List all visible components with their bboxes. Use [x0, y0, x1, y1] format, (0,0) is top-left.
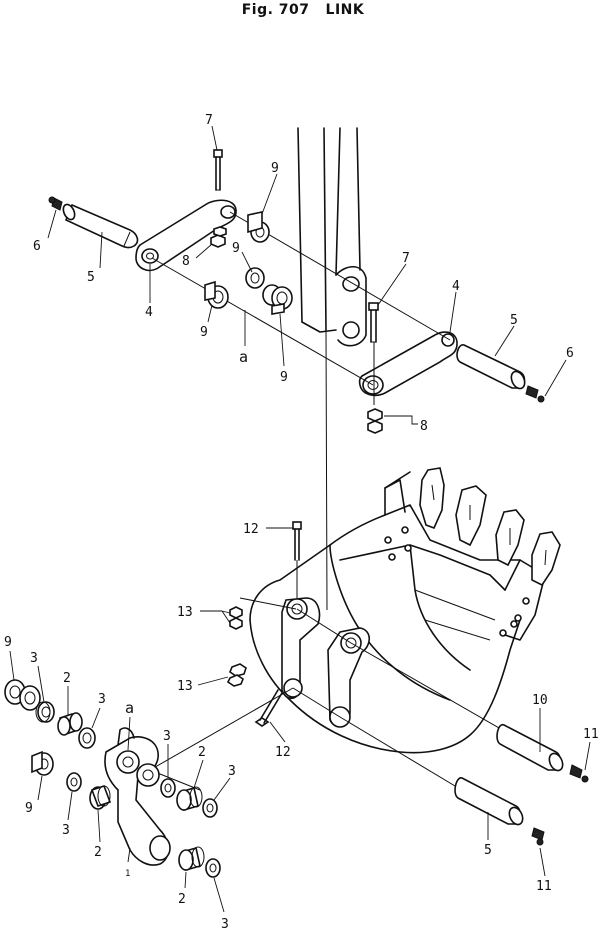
callout-7: 7	[402, 251, 410, 266]
seal-3f	[205, 858, 221, 878]
callout-11: 11	[583, 727, 599, 742]
bolt-upper-left	[213, 149, 223, 191]
callout-6: 6	[566, 346, 574, 361]
figure-title: Fig. 707 LINK	[0, 2, 606, 18]
bushing-2b	[176, 786, 203, 812]
callout-9: 9	[280, 370, 288, 385]
link-right	[358, 331, 458, 397]
bushing-2c	[89, 784, 112, 810]
arm	[297, 127, 367, 611]
callout-3: 3	[163, 729, 171, 744]
callout-3: 3	[221, 917, 229, 932]
callout-5: 5	[484, 843, 492, 858]
callout-1: 1	[125, 869, 130, 879]
callout-12: 12	[243, 522, 259, 537]
shim-lower-lower	[31, 750, 54, 776]
seal-3d	[202, 798, 218, 818]
bucket-bracket	[149, 597, 521, 796]
grease-fitting-bucket-lower	[531, 827, 545, 846]
callout-3: 3	[228, 764, 236, 779]
pin-bucket-lower	[454, 777, 524, 826]
bucket-teeth	[419, 467, 561, 587]
grease-fitting-upper-right	[525, 385, 545, 403]
pin-upper-left	[62, 203, 139, 249]
callout-5: 5	[510, 313, 518, 328]
callout-9: 9	[4, 635, 12, 650]
callout-2: 2	[94, 845, 102, 860]
link-left	[135, 199, 237, 272]
callout-10: 10	[532, 693, 548, 708]
link-lower	[104, 727, 171, 866]
callout-7: 7	[205, 113, 213, 128]
callout-12: 12	[275, 745, 291, 760]
callout-2: 2	[178, 892, 186, 907]
grease-fitting-upper-left	[48, 196, 63, 211]
bolt-bucket-upper	[292, 521, 302, 598]
callout-labels: 7 9 6 5 8 9 4 9 a 9 7 4 5 6 8 12 13 13 1…	[4, 113, 599, 932]
seal-3e	[66, 772, 82, 792]
bushing-2d	[178, 846, 205, 872]
nut-upper-right	[367, 408, 383, 434]
callout-2: 2	[63, 671, 71, 686]
leader-lines	[9, 125, 591, 913]
callout-8: 8	[420, 419, 428, 434]
callout-a: a	[125, 699, 134, 717]
callout-9: 9	[271, 161, 279, 176]
nut-upper-left	[210, 226, 227, 248]
callout-3: 3	[62, 823, 70, 838]
callout-9: 9	[25, 801, 33, 816]
callout-4: 4	[452, 279, 460, 294]
grease-fitting-bucket-upper	[569, 764, 589, 783]
callout-4: 4	[145, 305, 153, 320]
pin-bucket-upper	[496, 723, 564, 772]
figure-name: LINK	[325, 2, 365, 18]
callout-a: a	[239, 348, 248, 366]
seal-3b	[78, 727, 96, 749]
nuts-bucket	[226, 606, 247, 687]
callout-8: 8	[182, 254, 190, 269]
bolt-bucket-lower	[254, 689, 283, 727]
callout-5: 5	[87, 270, 95, 285]
callout-6: 6	[33, 239, 41, 254]
callout-13: 13	[177, 605, 193, 620]
callout-11: 11	[536, 879, 552, 894]
bolt-upper-right	[368, 302, 379, 405]
pin-upper-right	[456, 344, 526, 390]
callout-3: 3	[98, 692, 106, 707]
shim-lower-upper	[4, 679, 41, 711]
seal-3c	[160, 778, 176, 798]
bushing-2a	[57, 712, 83, 736]
figure-number: Fig. 707	[241, 2, 310, 18]
callout-9: 9	[200, 325, 208, 340]
callout-2: 2	[198, 745, 206, 760]
shims-upper	[204, 211, 293, 315]
callout-3: 3	[30, 651, 38, 666]
callout-9: 9	[232, 241, 240, 256]
callout-13: 13	[177, 679, 193, 694]
seal-3a	[35, 701, 55, 723]
